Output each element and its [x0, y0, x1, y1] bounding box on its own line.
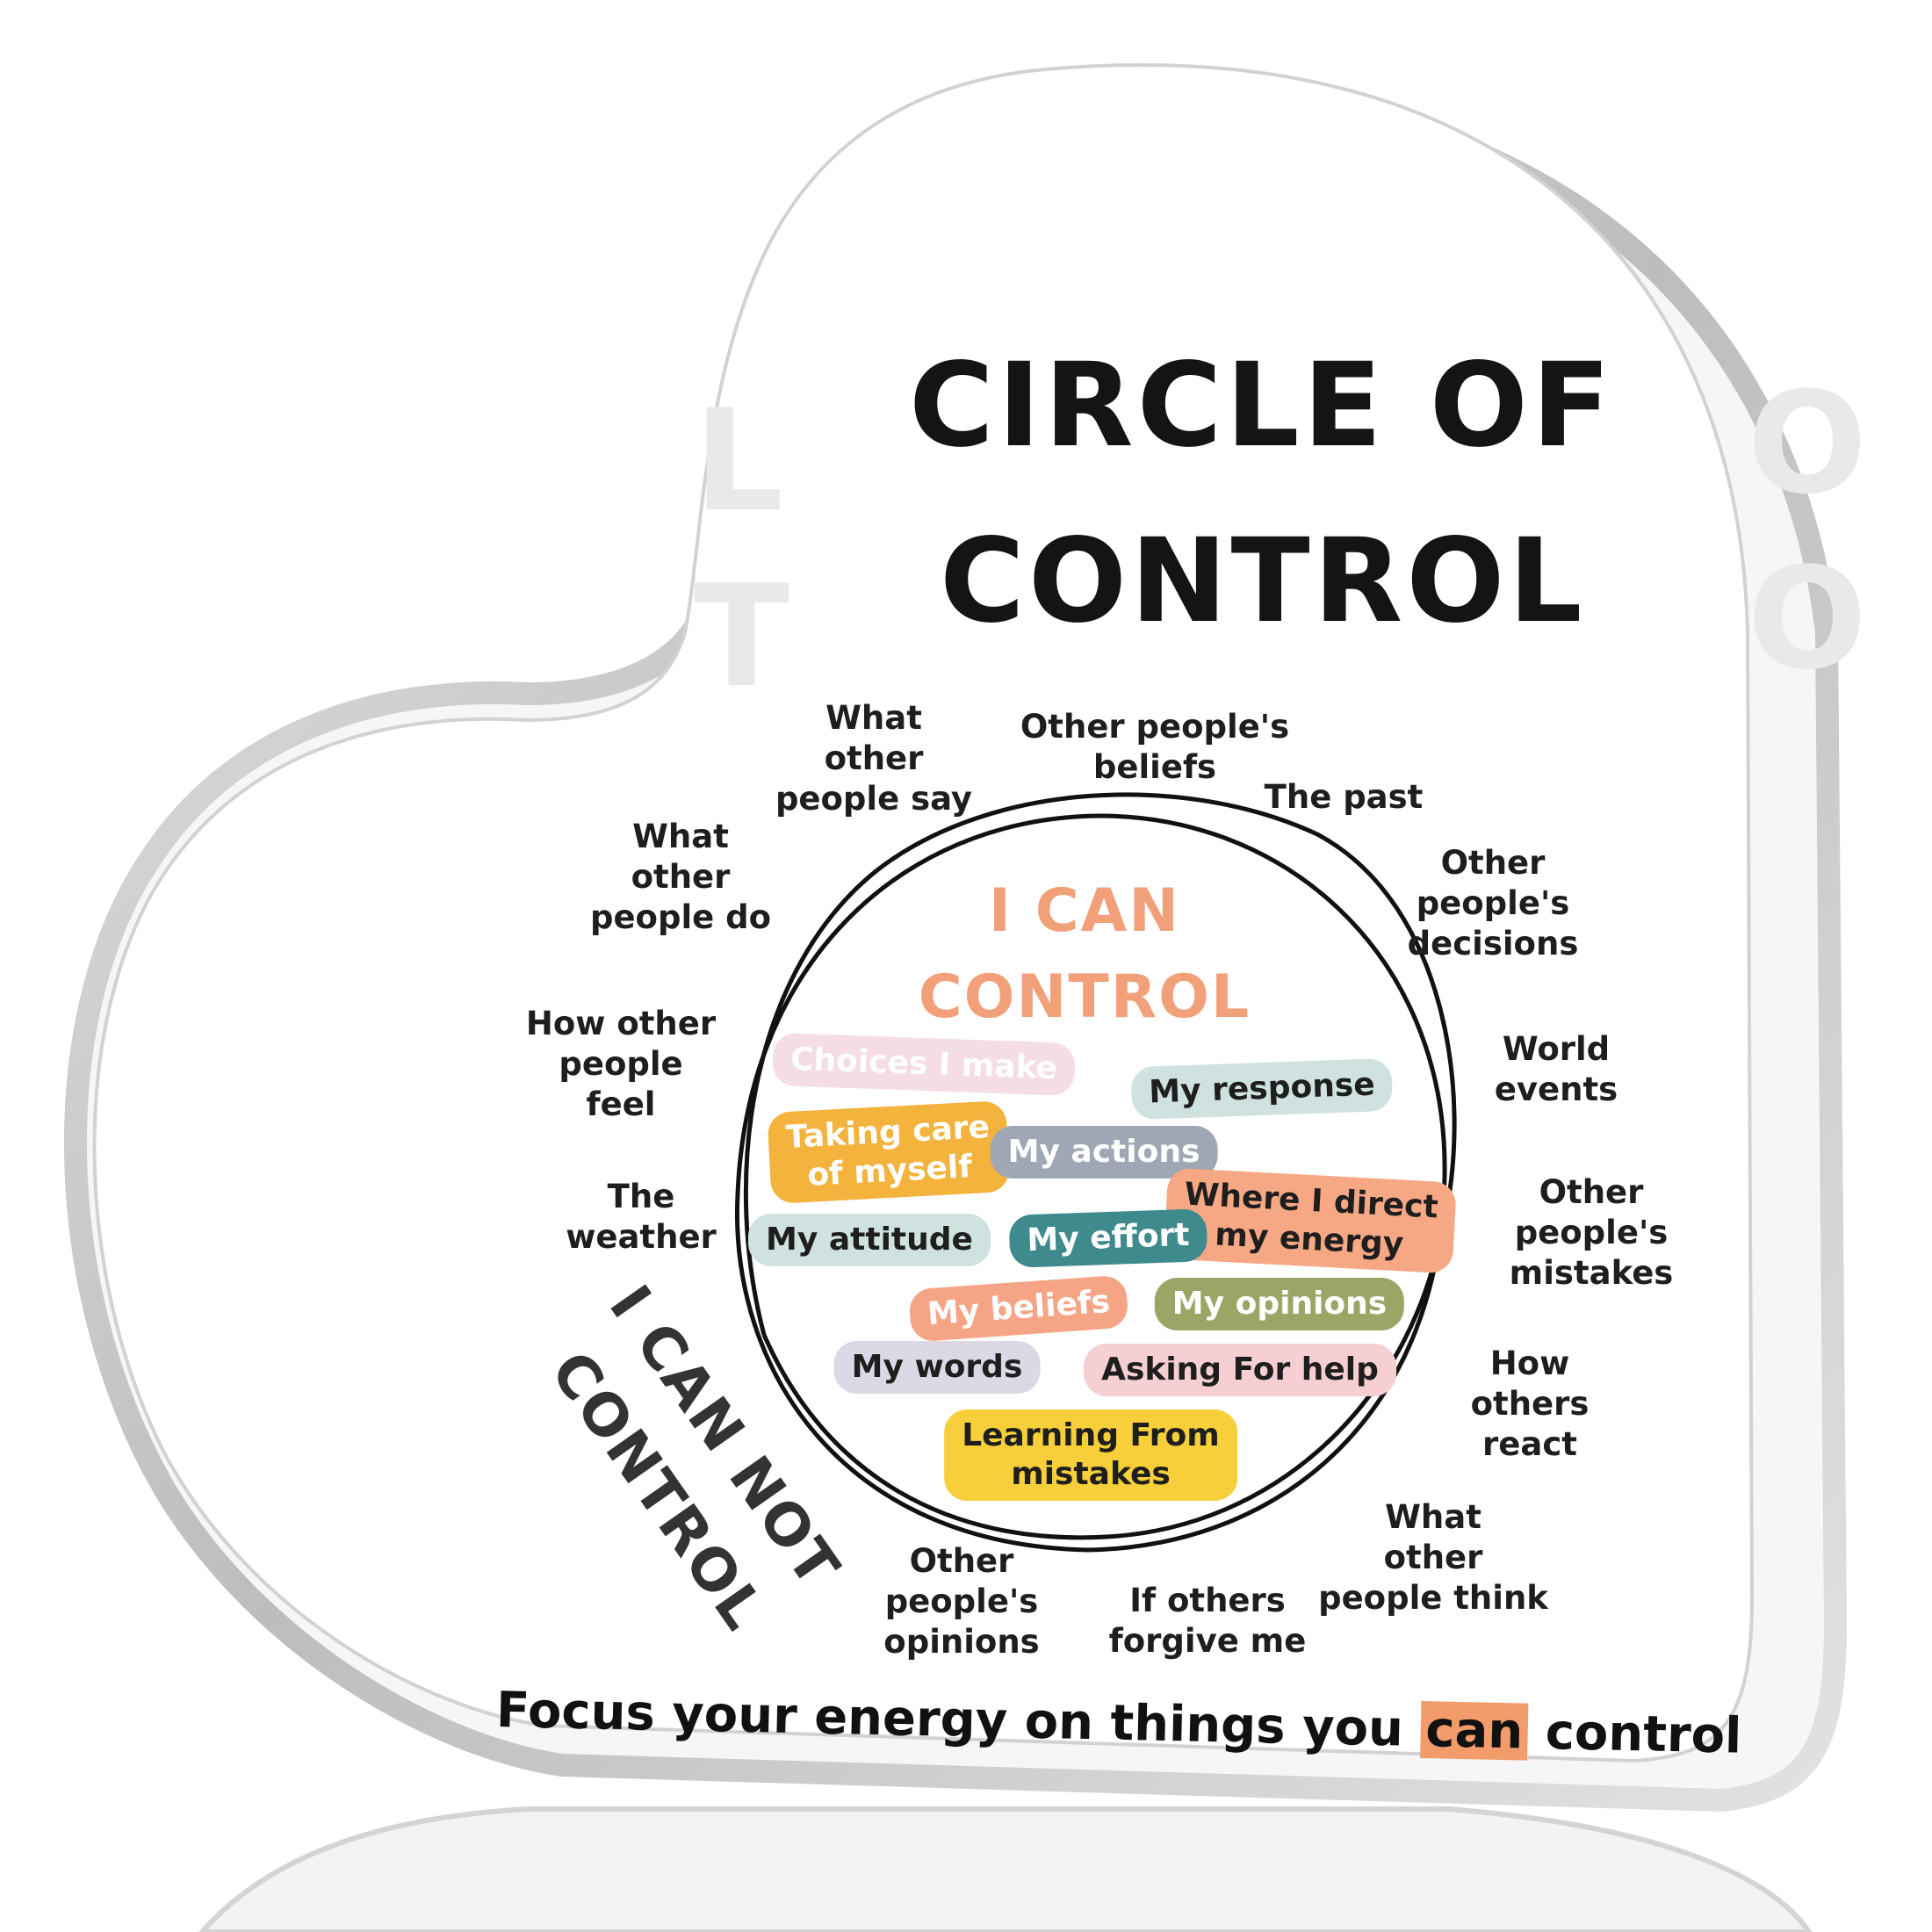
- svg-text:O: O: [1748, 361, 1867, 525]
- heart-face: [92, 63, 1755, 1763]
- cannot-control-item: How other people feel: [525, 1005, 717, 1123]
- can-control-item: My response: [1130, 1057, 1394, 1121]
- cannot-control-item: Other people's mistakes: [1509, 1173, 1674, 1292]
- cannot-control-item: Other people's decisions: [1407, 844, 1579, 962]
- can-control-item: My words: [833, 1341, 1041, 1394]
- ghost-print: O O L T: [694, 361, 1867, 718]
- control-circle: [734, 792, 1457, 1553]
- footer-text-after: control: [1527, 1703, 1742, 1765]
- can-control-item: Asking For help: [1084, 1344, 1396, 1396]
- cannot-control-item: The past: [1264, 778, 1424, 816]
- can-control-item: Learning From mistakes: [944, 1409, 1237, 1501]
- can-control-item: My opinions: [1154, 1278, 1405, 1330]
- title-line-2: CONTROL: [940, 514, 1586, 649]
- can-control-item: My attitude: [748, 1214, 991, 1266]
- can-control-item: Choices I make: [772, 1033, 1076, 1096]
- cannot-control-item: What other people do: [589, 818, 772, 936]
- can-control-item: My actions: [990, 1126, 1218, 1179]
- can-control-item: My effort: [1008, 1208, 1208, 1268]
- footer-highlight-can: can: [1419, 1701, 1529, 1761]
- can-control-item: Where I direct my energy: [1163, 1167, 1458, 1274]
- i-can-heading: I CAN: [988, 876, 1181, 946]
- can-control-item: Taking care of myself: [767, 1099, 1011, 1205]
- svg-text:L: L: [694, 378, 783, 543]
- cannot-control-item: What other people think: [1318, 1498, 1548, 1617]
- svg-text:T: T: [694, 554, 789, 718]
- cannot-control-item: Other people's beliefs: [1020, 708, 1290, 786]
- cannot-control-item: How others react: [1470, 1344, 1590, 1463]
- cannot-control-item: If others forgive me: [1108, 1582, 1307, 1660]
- control-heading: CONTROL: [918, 962, 1251, 1032]
- cannot-control-item: Other people's opinions: [883, 1542, 1040, 1661]
- cannot-control-item: World events: [1494, 1030, 1618, 1108]
- title-line-1: CIRCLE OF: [909, 338, 1615, 473]
- cannot-control-item: The weather: [566, 1178, 717, 1256]
- cannot-control-item: What other people say: [775, 699, 973, 818]
- svg-text:O: O: [1748, 537, 1867, 701]
- reflection-shape: [198, 1806, 1813, 1932]
